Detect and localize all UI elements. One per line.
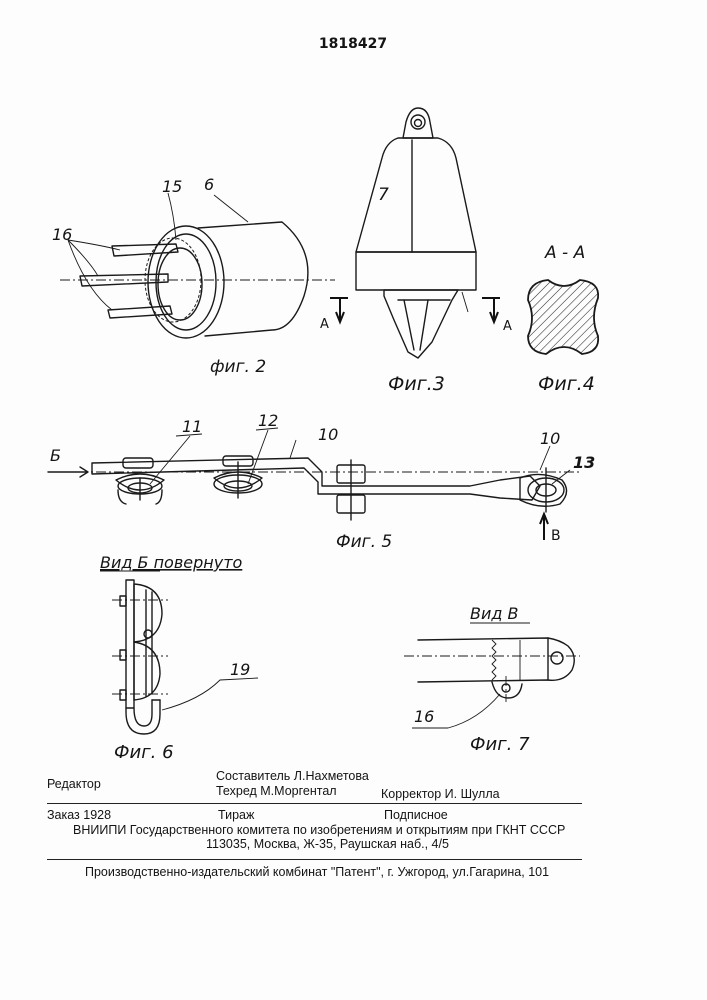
patent-number: 1818427 (319, 36, 387, 52)
fig3-caption: Фиг.3 (388, 373, 445, 395)
imprint-organization: ВНИИПИ Государственного комитета по изоб… (73, 824, 565, 837)
fig2-label-15: 15 (162, 177, 182, 196)
fig6-view-title: Вид Б повернуто (100, 553, 243, 572)
fig5-view-b-label: Б (50, 446, 61, 465)
imprint-techred: Техред М.Моргентал (216, 785, 337, 798)
imprint-order: Заказ 1928 (47, 809, 111, 822)
fig3-section-left: A (320, 317, 329, 332)
imprint-subscription: Подписное (384, 809, 448, 822)
imprint-rule-top (47, 803, 582, 804)
fig5-label-10: 10 (318, 425, 338, 444)
fig3-label-7: 7 (378, 185, 389, 205)
imprint-compiler: Составитель Л.Нахметова (216, 770, 369, 783)
fig5-caption: Фиг. 5 (336, 532, 392, 552)
fig2-label-6: 6 (204, 175, 214, 194)
fig7-view-title: Вид В (470, 604, 519, 623)
fig4-caption: Фиг.4 (538, 373, 595, 395)
figure-7: Вид В 16 Фиг. 7 (404, 604, 580, 755)
fig6-label-19: 19 (230, 660, 250, 679)
imprint-corrector: Корректор И. Шулла (381, 788, 500, 801)
fig5-label-10b: 10 (540, 429, 560, 448)
figure-4: А - А Фиг.4 (528, 243, 598, 395)
fig3-section-right: A (503, 319, 512, 334)
figure-3: 7 A A Фиг.3 (320, 108, 512, 395)
imprint-address: 113035, Москва, Ж-35, Раушская наб., 4/5 (206, 838, 449, 851)
fig7-caption: Фиг. 7 (470, 734, 530, 755)
fig5-label-12: 12 (258, 411, 278, 430)
fig4-section-title: А - А (544, 243, 585, 263)
imprint-publisher: Производственно-издательский комбинат "П… (85, 866, 549, 879)
fig5-label-13: 13 (573, 453, 595, 472)
figure-5: Б 11 12 10 10 1 (48, 411, 595, 552)
figure-6: Вид Б повернуто 19 Фиг. 6 (100, 553, 258, 763)
fig2-label-16: 16 (52, 225, 72, 244)
imprint-circulation: Тираж (218, 809, 254, 822)
fig6-caption: Фиг. 6 (114, 742, 174, 763)
fig5-label-11: 11 (182, 417, 202, 436)
imprint-rule-bottom (47, 859, 582, 860)
fig7-label-16: 16 (414, 707, 434, 726)
fig2-caption: фиг. 2 (210, 357, 266, 377)
fig5-view-v-label: В (551, 528, 561, 544)
figure-2: 15 6 16 фиг. 2 (52, 175, 335, 377)
imprint-editor: Редактор (47, 778, 101, 791)
